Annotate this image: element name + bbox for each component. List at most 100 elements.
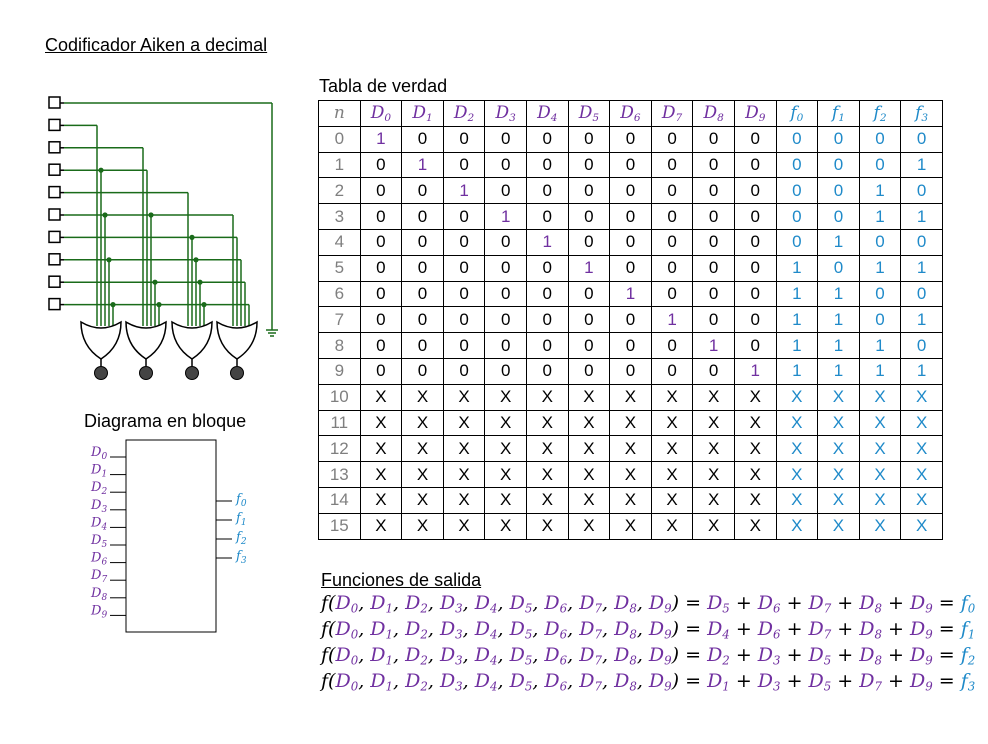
table-cell: X [359, 486, 403, 514]
block-label: f3 [235, 549, 247, 566]
table-cell: 0 [609, 254, 652, 282]
junction-dot [148, 212, 154, 218]
table-cell: X [650, 461, 694, 488]
header-cell: D7 [650, 100, 694, 127]
table-cell: 1 [359, 125, 403, 153]
table-cell: 0 [484, 151, 527, 179]
table-cell: 0 [484, 177, 527, 205]
junction-dot [110, 302, 116, 308]
input-terminal [48, 208, 61, 221]
table-cell: 0 [359, 254, 403, 282]
row-index: 12 [318, 435, 361, 463]
table-cell: 1 [817, 332, 860, 359]
table-cell: X [692, 383, 735, 411]
table-cell: 0 [692, 177, 735, 205]
table-cell: X [817, 435, 860, 463]
row-index: 8 [318, 332, 361, 359]
table-cell: 0 [442, 125, 486, 153]
table-cell: X [525, 461, 569, 488]
function-f1: f(D0, D1, D2, D3, D4, D5, D6, D7, D8, D9… [321, 618, 976, 642]
table-cell: X [401, 435, 444, 463]
header-cell: D8 [692, 100, 735, 127]
table-cell: 0 [692, 306, 735, 334]
table-cell: 0 [733, 203, 777, 230]
table-cell: 1 [609, 280, 652, 308]
table-cell: 0 [567, 203, 611, 230]
table-cell: 0 [567, 280, 611, 308]
table-cell: 0 [609, 203, 652, 230]
junction-dot [152, 279, 158, 285]
table-cell: 0 [525, 357, 569, 385]
table-cell: X [359, 435, 403, 463]
table-cell: 0 [442, 357, 486, 385]
block-label: f0 [235, 492, 247, 509]
table-cell: 0 [858, 228, 902, 256]
table-cell: 0 [858, 306, 902, 334]
table-cell: 1 [900, 357, 943, 385]
or-gate [216, 320, 258, 360]
table-cell: 1 [442, 177, 486, 205]
table-cell: 1 [858, 357, 902, 385]
table-cell: 1 [900, 203, 943, 230]
table-cell: X [567, 486, 611, 514]
table-cell: 0 [359, 151, 403, 179]
table-cell: X [484, 409, 527, 437]
table-cell: 0 [733, 228, 777, 256]
row-index: 9 [318, 357, 361, 385]
table-cell: X [858, 383, 902, 411]
table-cell: 0 [609, 306, 652, 334]
table-cell: 0 [775, 151, 819, 179]
table-cell: 0 [858, 151, 902, 179]
table-cell: 1 [900, 254, 943, 282]
table-cell: 0 [733, 151, 777, 179]
table-cell: X [609, 435, 652, 463]
table-cell: X [858, 435, 902, 463]
table-cell: 0 [484, 332, 527, 359]
table-cell: 1 [817, 306, 860, 334]
table-cell: X [484, 512, 527, 540]
table-cell: 0 [817, 254, 860, 282]
table-cell: 0 [817, 177, 860, 205]
table-cell: 1 [775, 280, 819, 308]
table-cell: X [775, 512, 819, 540]
table-cell: 1 [567, 254, 611, 282]
block-label: D9 [90, 603, 107, 620]
table-cell: X [733, 409, 777, 437]
table-cell: 0 [817, 151, 860, 179]
table-cell: X [733, 512, 777, 540]
table-cell: 0 [650, 280, 694, 308]
junction-dot [106, 257, 112, 263]
table-cell: X [609, 512, 652, 540]
table-cell: 0 [609, 177, 652, 205]
header-cell: f1 [817, 100, 860, 127]
table-cell: X [442, 512, 486, 540]
table-cell: 1 [775, 306, 819, 334]
table-cell: X [733, 435, 777, 463]
input-terminal [48, 297, 61, 311]
table-cell: X [900, 435, 943, 463]
row-index: 2 [318, 177, 361, 205]
block-label: D0 [90, 445, 107, 462]
table-cell: X [733, 383, 777, 411]
row-index: 7 [318, 306, 361, 334]
input-terminal [48, 163, 61, 176]
table-cell: 1 [775, 332, 819, 359]
table-cell: X [775, 486, 819, 514]
table-cell: X [900, 383, 943, 411]
table-cell: 0 [692, 125, 735, 153]
table-cell: X [484, 435, 527, 463]
header-cell: D4 [525, 100, 569, 127]
row-index: 10 [318, 383, 361, 411]
table-cell: 0 [401, 125, 444, 153]
input-terminal [48, 253, 61, 266]
junction-dot [98, 167, 104, 173]
table-cell: X [401, 486, 444, 514]
row-index: 6 [318, 280, 361, 308]
table-cell: 0 [817, 203, 860, 230]
